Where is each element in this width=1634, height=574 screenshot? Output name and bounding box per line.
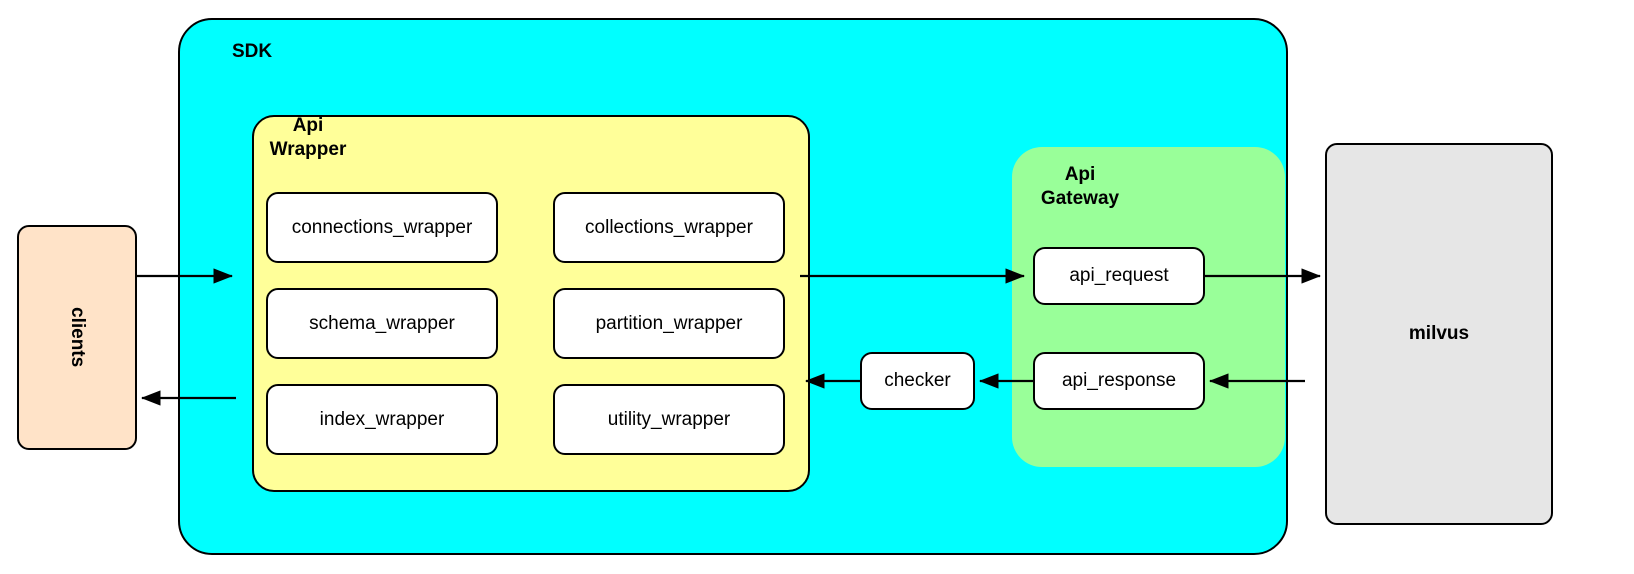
node-partition-wrapper[interactable]: partition_wrapper <box>553 288 785 359</box>
node-clients[interactable]: clients <box>17 225 137 450</box>
node-clients-label: clients <box>67 307 88 368</box>
group-api-wrapper-label: Api Wrapper <box>269 115 347 161</box>
node-api-request[interactable]: api_request <box>1033 247 1205 305</box>
node-checker[interactable]: checker <box>860 352 975 410</box>
node-api-response[interactable]: api_response <box>1033 352 1205 410</box>
group-sdk-label: SDK <box>231 41 273 62</box>
node-collections-wrapper[interactable]: collections_wrapper <box>553 192 785 263</box>
node-schema-wrapper[interactable]: schema_wrapper <box>266 288 498 359</box>
node-utility-wrapper[interactable]: utility_wrapper <box>553 384 785 455</box>
node-milvus[interactable]: milvus <box>1325 143 1553 525</box>
group-api-gateway-label: Api Gateway <box>1040 164 1120 210</box>
group-api-gateway <box>1012 147 1285 467</box>
node-index-wrapper[interactable]: index_wrapper <box>266 384 498 455</box>
node-connections-wrapper[interactable]: connections_wrapper <box>266 192 498 263</box>
